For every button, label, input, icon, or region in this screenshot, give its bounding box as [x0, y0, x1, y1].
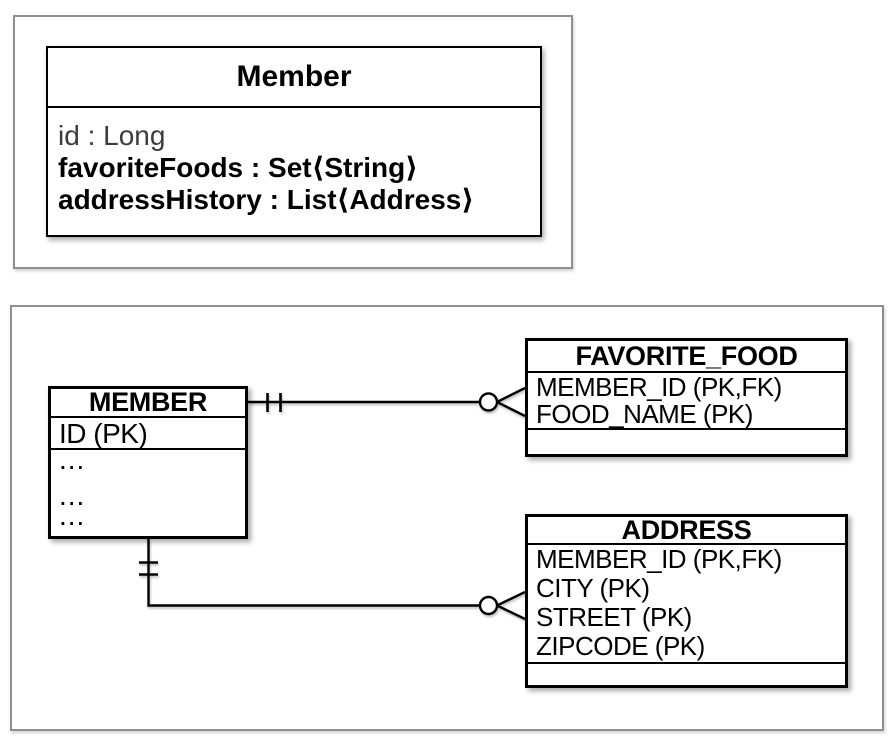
erd-table-favorite-food: FAVORITE_FOOD MEMBER_ID (PK,FK) FOOD_NAM…: [525, 338, 848, 457]
crow-foot-many: [496, 386, 526, 418]
erd-column: MEMBER_ID (PK,FK): [536, 372, 782, 402]
erd-table-favorite-food-columns: MEMBER_ID (PK,FK) FOOD_NAME (PK): [528, 373, 845, 430]
ellipsis-row: ...: [59, 500, 86, 531]
uml-class-title: Member: [48, 48, 540, 108]
relationship-member-address: [139, 539, 526, 621]
uml-panel-frame: [13, 15, 573, 269]
erd-table-member: MEMBER ID (PK) ... ... ...: [48, 386, 248, 539]
erd-panel-frame: [10, 305, 884, 731]
erd-table-address-title: ADDRESS: [528, 517, 845, 545]
one-and-only-one-ticks: [139, 561, 158, 576]
uml-attribute-id: id : Long: [58, 120, 166, 151]
erd-column: MEMBER_ID (PK,FK): [536, 544, 782, 574]
uml-attribute-addresshistory: addressHistory : List⟨Address⟩: [58, 184, 475, 215]
erd-column: STREET (PK): [536, 602, 692, 632]
erd-table-favorite-food-title: FAVORITE_FOOD: [528, 341, 845, 373]
relationship-member-favoritefood: [248, 386, 526, 418]
erd-column: FOOD_NAME (PK): [536, 399, 753, 429]
erd-column: CITY (PK): [536, 573, 650, 603]
erd-table-address-columns: MEMBER_ID (PK,FK) CITY (PK) STREET (PK) …: [528, 545, 845, 664]
uml-class-attributes: id : Long favoriteFoods : Set⟨String⟩ ad…: [48, 108, 540, 216]
erd-column: ZIPCODE (PK): [536, 631, 705, 661]
relationship-line: [147, 539, 480, 607]
one-and-only-one-ticks: [266, 393, 282, 412]
erd-table-member-title: MEMBER: [51, 389, 245, 418]
ellipsis-row: ...: [59, 480, 86, 511]
erd-table-address: ADDRESS MEMBER_ID (PK,FK) CITY (PK) STRE…: [525, 514, 848, 688]
erd-table-member-ellipsis-rows: ... ... ...: [51, 444, 245, 531]
uml-attribute-favoritefoods: favoriteFoods : Set⟨String⟩: [58, 152, 419, 183]
erd-table-member-key-row: ID (PK): [51, 418, 245, 450]
ellipsis-row: ...: [59, 444, 86, 475]
uml-class-member: Member id : Long favoriteFoods : Set⟨Str…: [46, 46, 542, 237]
crow-foot-many: [496, 590, 526, 621]
